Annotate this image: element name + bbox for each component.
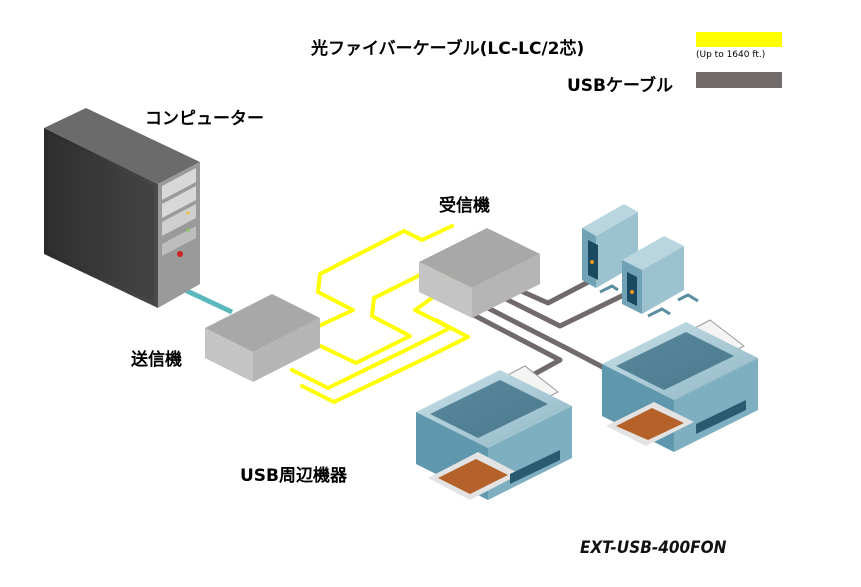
legend-fiber-note: (Up to 1640 ft.) — [696, 50, 766, 60]
transmitter-label: 送信機 — [131, 350, 182, 370]
usb-devices-label: USB周辺機器 — [240, 466, 348, 486]
printer-icon — [602, 319, 758, 452]
receiver-box-icon — [419, 228, 540, 318]
legend-usb-label: USBケーブル — [567, 76, 673, 96]
legend-fiber-label: 光ファイバーケーブル(LC-LC/2芯) — [311, 39, 585, 59]
transmitter-box-icon — [205, 294, 320, 382]
model-name: EXT-USB-400FON — [580, 538, 727, 558]
receiver-label: 受信機 — [439, 196, 490, 216]
external-drive-icon — [622, 236, 699, 318]
legend-usb-swatch — [696, 72, 782, 88]
printer-icon — [416, 365, 572, 500]
computer-tower-icon — [44, 108, 200, 308]
legend-fiber-swatch — [696, 32, 782, 47]
computer-label: コンピューター — [145, 109, 264, 129]
